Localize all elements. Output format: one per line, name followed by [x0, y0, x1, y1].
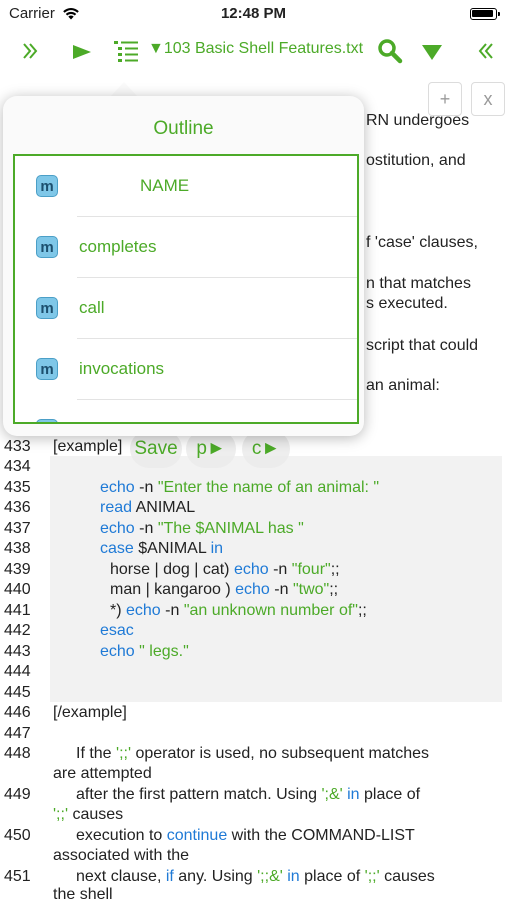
clock: 12:48 PM	[220, 5, 287, 22]
code-line[interactable]: after the first pattern match. Using ';&…	[76, 786, 421, 803]
background-text: script that could	[366, 337, 479, 354]
background-text: ostitution, and	[366, 152, 466, 169]
line-number: 433	[4, 438, 31, 455]
close-tab-button[interactable]: x	[471, 82, 505, 116]
code-line[interactable]: [example]	[53, 438, 123, 455]
code-line[interactable]: ';;' causes	[53, 806, 124, 823]
line-number: 441	[4, 602, 31, 619]
carrier-label: Carrier	[9, 5, 55, 22]
code-line[interactable]: execution to continue with the COMMAND-L…	[76, 827, 415, 844]
outline-item-label: invocations	[79, 359, 165, 378]
c-run-button[interactable]: c►	[242, 430, 290, 468]
outline-item[interactable]: m NAME	[15, 156, 357, 217]
collapse-left-icon[interactable]	[474, 38, 498, 64]
toolbar: ▼103 Basic Shell Features.txt	[0, 28, 507, 76]
line-number: 444	[4, 663, 31, 680]
code-line[interactable]: echo " legs."	[100, 643, 189, 660]
line-number: 436	[4, 499, 31, 516]
add-tab-button[interactable]: +	[428, 82, 462, 116]
play-icon[interactable]	[68, 38, 96, 66]
code-line[interactable]: horse | dog | cat) echo -n "four";;	[110, 561, 340, 578]
line-number: 442	[4, 622, 31, 639]
line-number: 439	[4, 561, 31, 578]
outline-item-label: call	[79, 298, 105, 317]
background-text: RN undergoes	[366, 112, 470, 129]
popover-arrow	[109, 82, 139, 98]
line-number: 440	[4, 581, 31, 598]
wifi-icon	[62, 7, 80, 24]
outline-item-label: completes	[79, 237, 157, 256]
outline-item[interactable]: m completes	[15, 217, 357, 278]
method-icon: m	[36, 175, 58, 197]
popover-title: Outline	[153, 118, 214, 139]
code-line[interactable]: next clause, if any. Using ';;&' in plac…	[76, 868, 435, 885]
outline-item[interactable]: m invocations	[15, 339, 357, 400]
code-line[interactable]: the shell	[53, 886, 113, 900]
battery-icon	[470, 8, 500, 20]
outline-popover: Outline m NAME m completes m call m invo…	[3, 96, 364, 436]
expand-right-icon[interactable]	[18, 38, 42, 64]
document-title-dropdown[interactable]: ▼103 Basic Shell Features.txt	[148, 40, 364, 57]
search-icon[interactable]	[376, 37, 404, 65]
example-block	[50, 456, 502, 702]
status-bar: Carrier 12:48 PM	[0, 0, 507, 28]
code-line[interactable]: are attempted	[53, 765, 152, 782]
p-run-button[interactable]: p►	[186, 430, 236, 468]
background-text: an animal:	[366, 377, 440, 394]
code-line[interactable]: echo -n "Enter the name of an animal: "	[100, 479, 380, 496]
line-number: 437	[4, 520, 31, 537]
line-number: 443	[4, 643, 31, 660]
method-icon: m	[36, 297, 58, 319]
line-number: 451	[4, 868, 31, 885]
outline-item[interactable]: m call	[15, 278, 357, 339]
line-number: 450	[4, 827, 31, 844]
code-line[interactable]: man | kangaroo ) echo -n "two";;	[110, 581, 339, 598]
outline-item[interactable]: m	[15, 400, 357, 422]
outline-item-label: NAME	[140, 176, 190, 195]
save-button[interactable]: Save	[130, 430, 182, 468]
outline-list-icon[interactable]	[110, 36, 142, 66]
method-icon: m	[36, 419, 58, 422]
code-line[interactable]: case $ANIMAL in	[100, 540, 224, 557]
code-line[interactable]: If the ';;' operator is used, no subsequ…	[76, 745, 429, 762]
line-number: 435	[4, 479, 31, 496]
method-icon: m	[36, 236, 58, 258]
line-number: 448	[4, 745, 31, 762]
line-number: 438	[4, 540, 31, 557]
code-line[interactable]: esac	[100, 622, 134, 639]
line-number: 447	[4, 725, 31, 742]
line-number: 446	[4, 704, 31, 721]
background-text: s executed.	[366, 295, 448, 312]
line-number: 445	[4, 684, 31, 701]
outline-list[interactable]: m NAME m completes m call m invocations …	[13, 154, 359, 424]
line-number: 434	[4, 458, 31, 475]
line-number: 449	[4, 786, 31, 803]
background-text: n that matches	[366, 275, 471, 292]
code-line[interactable]: echo -n "The $ANIMAL has "	[100, 520, 304, 537]
code-line[interactable]: read ANIMAL	[100, 499, 196, 516]
code-line[interactable]: associated with the	[53, 847, 190, 864]
method-icon: m	[36, 358, 58, 380]
code-line[interactable]: [/example]	[53, 704, 127, 721]
down-triangle-icon[interactable]	[418, 39, 446, 65]
code-line[interactable]: *) echo -n "an unknown number of";;	[110, 602, 367, 619]
background-text: f 'case' clauses,	[366, 234, 478, 251]
